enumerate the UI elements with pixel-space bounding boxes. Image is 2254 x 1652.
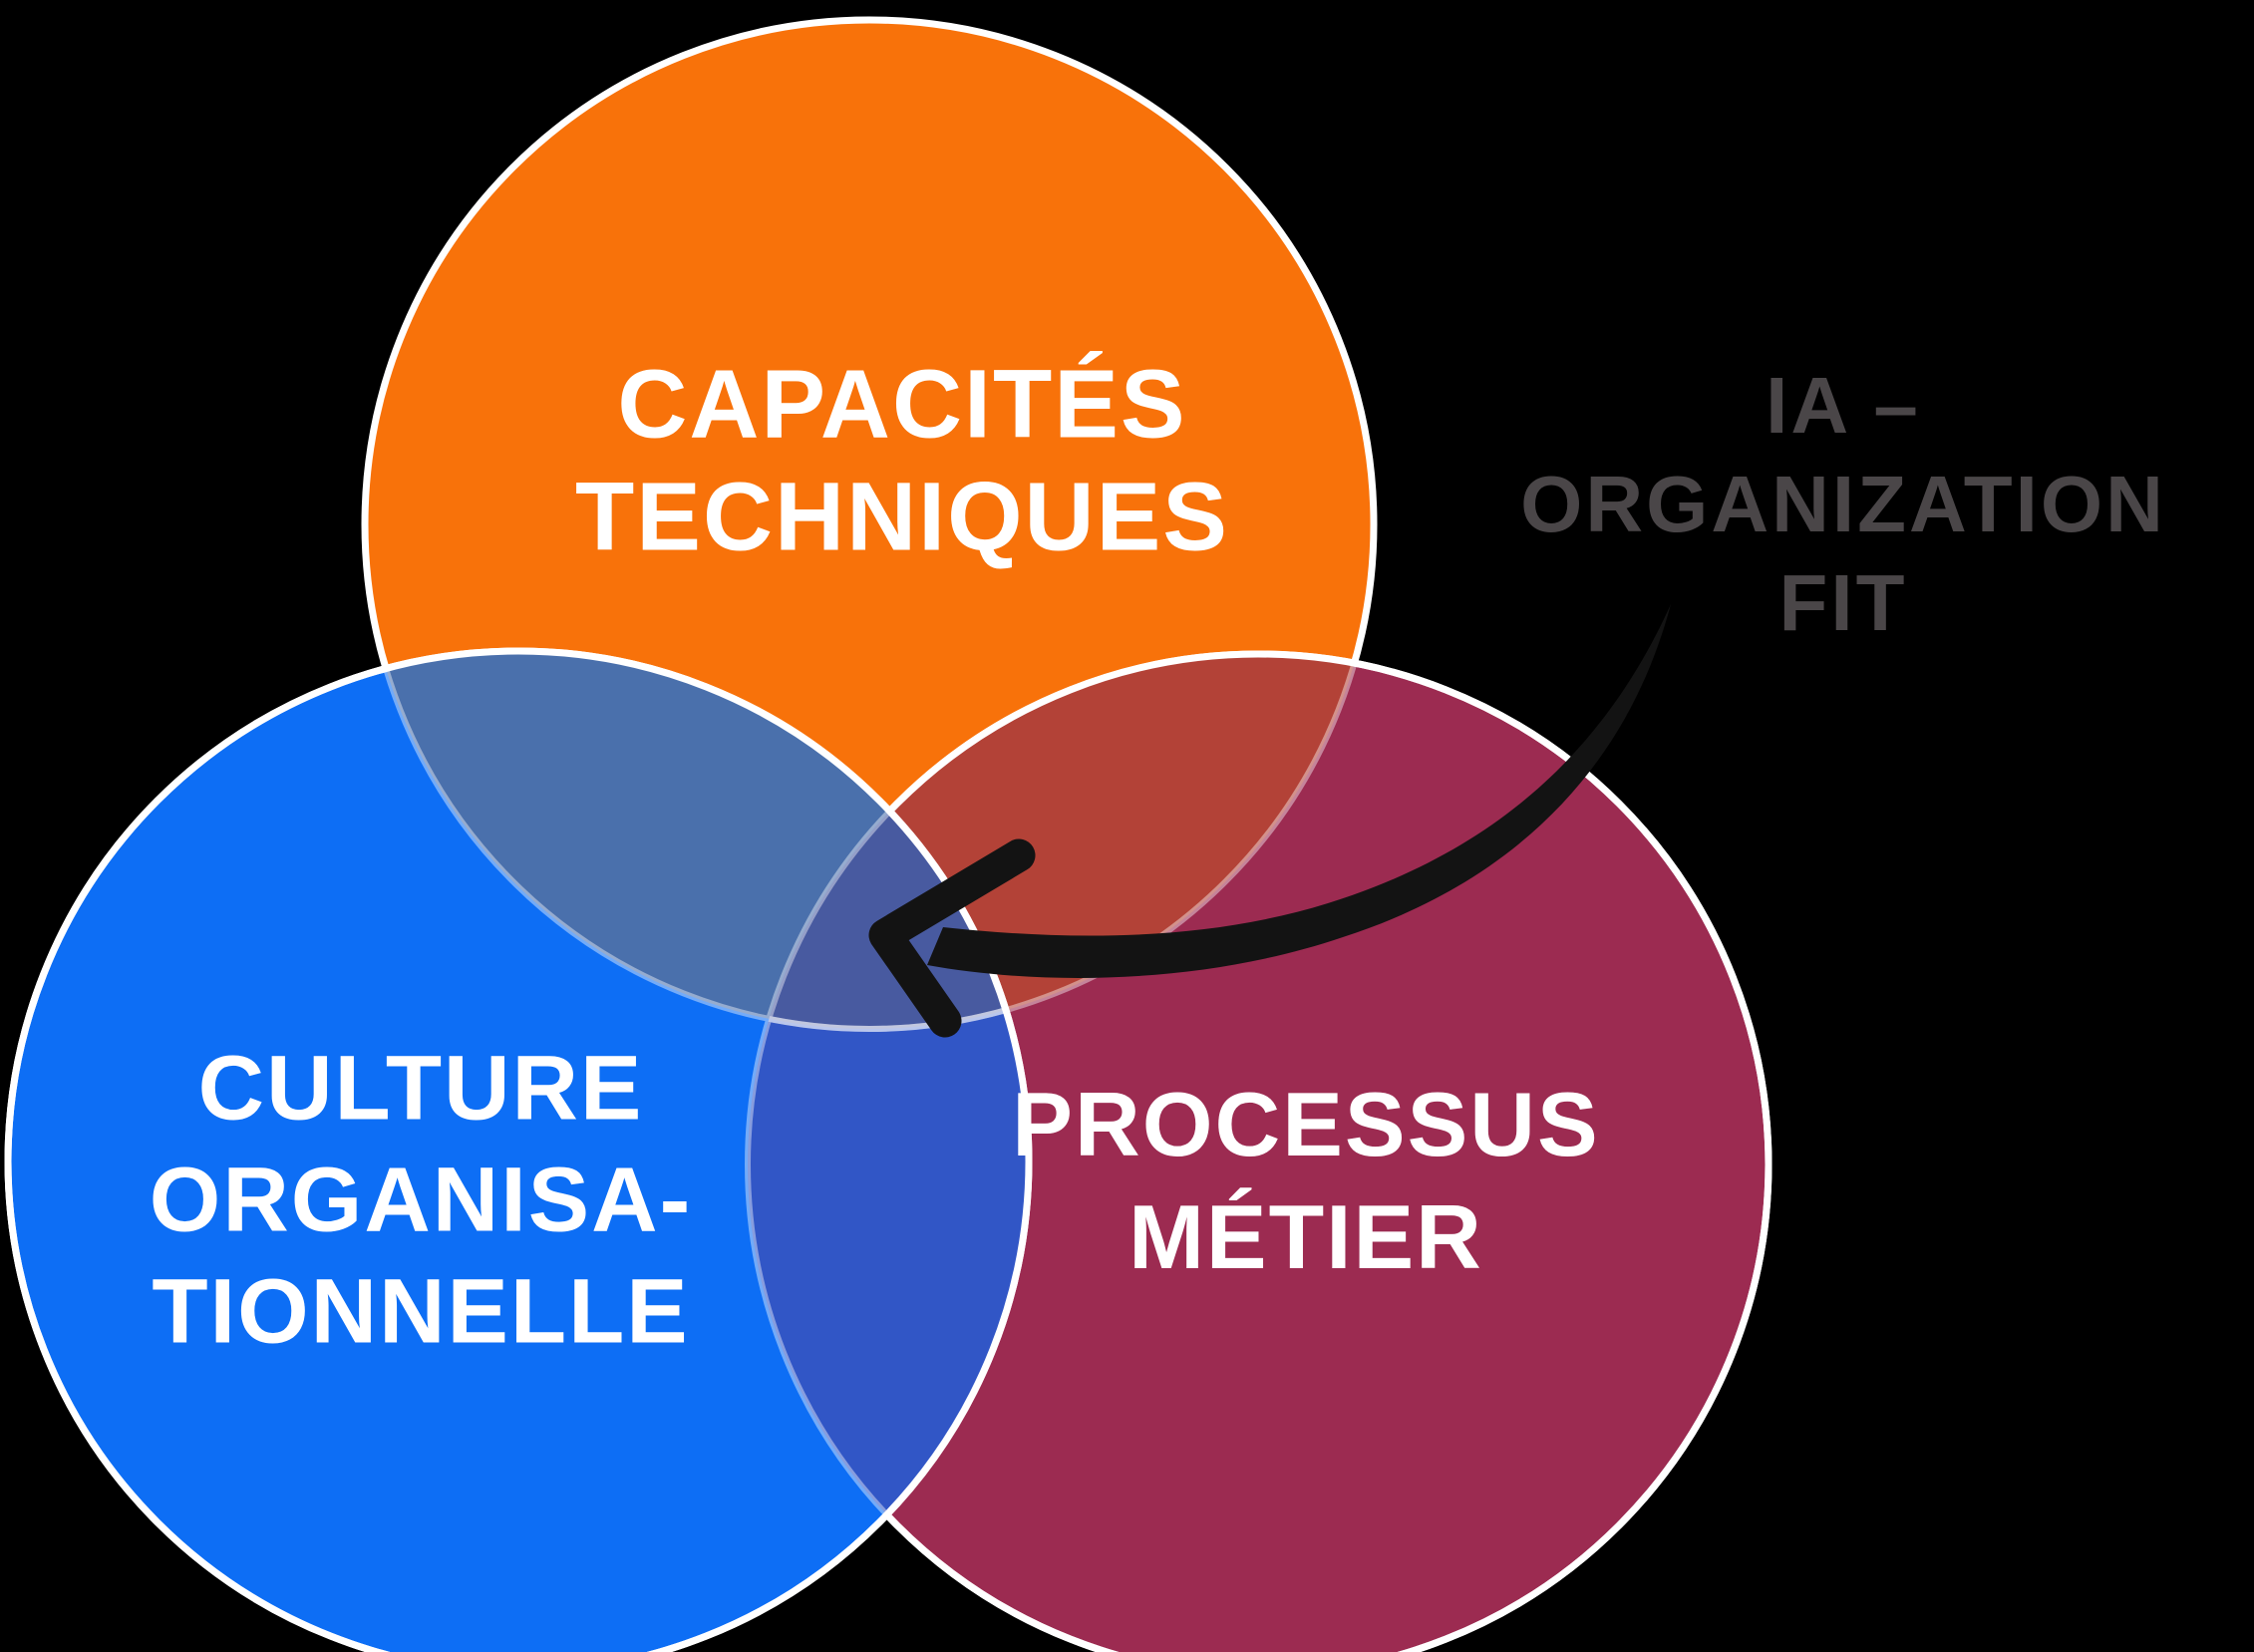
label-processus-metier: PROCESSUS MÉTIER (1012, 1075, 1600, 1288)
faint-edge-process-in-culture (745, 651, 1029, 1652)
curved-arrow-head (868, 838, 1036, 1038)
faint-edge-technical-in-process (748, 654, 1377, 1032)
annotation-ia-organization-fit: IA – ORGANIZATION FIT (1520, 361, 2166, 648)
curved-arrow-shaft (927, 604, 1671, 978)
circle-culture-organisationnelle-outline (4, 647, 1033, 1652)
faint-edge-technical-in-culture (362, 651, 1029, 1032)
overlap-technical-process (748, 654, 1374, 1029)
label-capacites-techniques: CAPACITÉS TECHNIQUES (575, 349, 1229, 570)
overlap-technical-culture (365, 651, 1029, 1029)
label-culture-organisationnelle: CULTURE ORGANISA- TIONNELLE (149, 1037, 693, 1364)
